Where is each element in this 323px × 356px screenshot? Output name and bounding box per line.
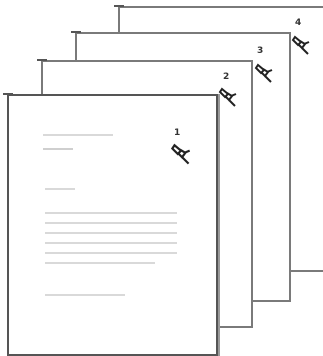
page-number-3: 3: [257, 46, 263, 56]
pushpin-icon: [217, 86, 239, 110]
text-line: [45, 212, 177, 214]
text-line: [45, 294, 125, 296]
text-line: [43, 148, 73, 150]
text-line: [45, 262, 155, 264]
text-line: [45, 232, 177, 234]
page-tab: [37, 59, 47, 69]
page-tab: [114, 5, 124, 15]
pushpin-icon: [290, 34, 312, 58]
page-tab: [71, 31, 81, 41]
page-number-4: 4: [295, 18, 301, 28]
page-1: 1: [7, 94, 218, 356]
text-line: [45, 222, 177, 224]
page-tab: [3, 93, 13, 103]
text-line: [43, 134, 113, 136]
text-line: [45, 188, 75, 190]
pushpin-icon: [169, 142, 193, 168]
page-number-1: 1: [174, 128, 180, 138]
pushpin-icon: [253, 62, 275, 86]
page-number-2: 2: [223, 72, 229, 82]
text-line: [45, 252, 177, 254]
text-line: [45, 242, 177, 244]
